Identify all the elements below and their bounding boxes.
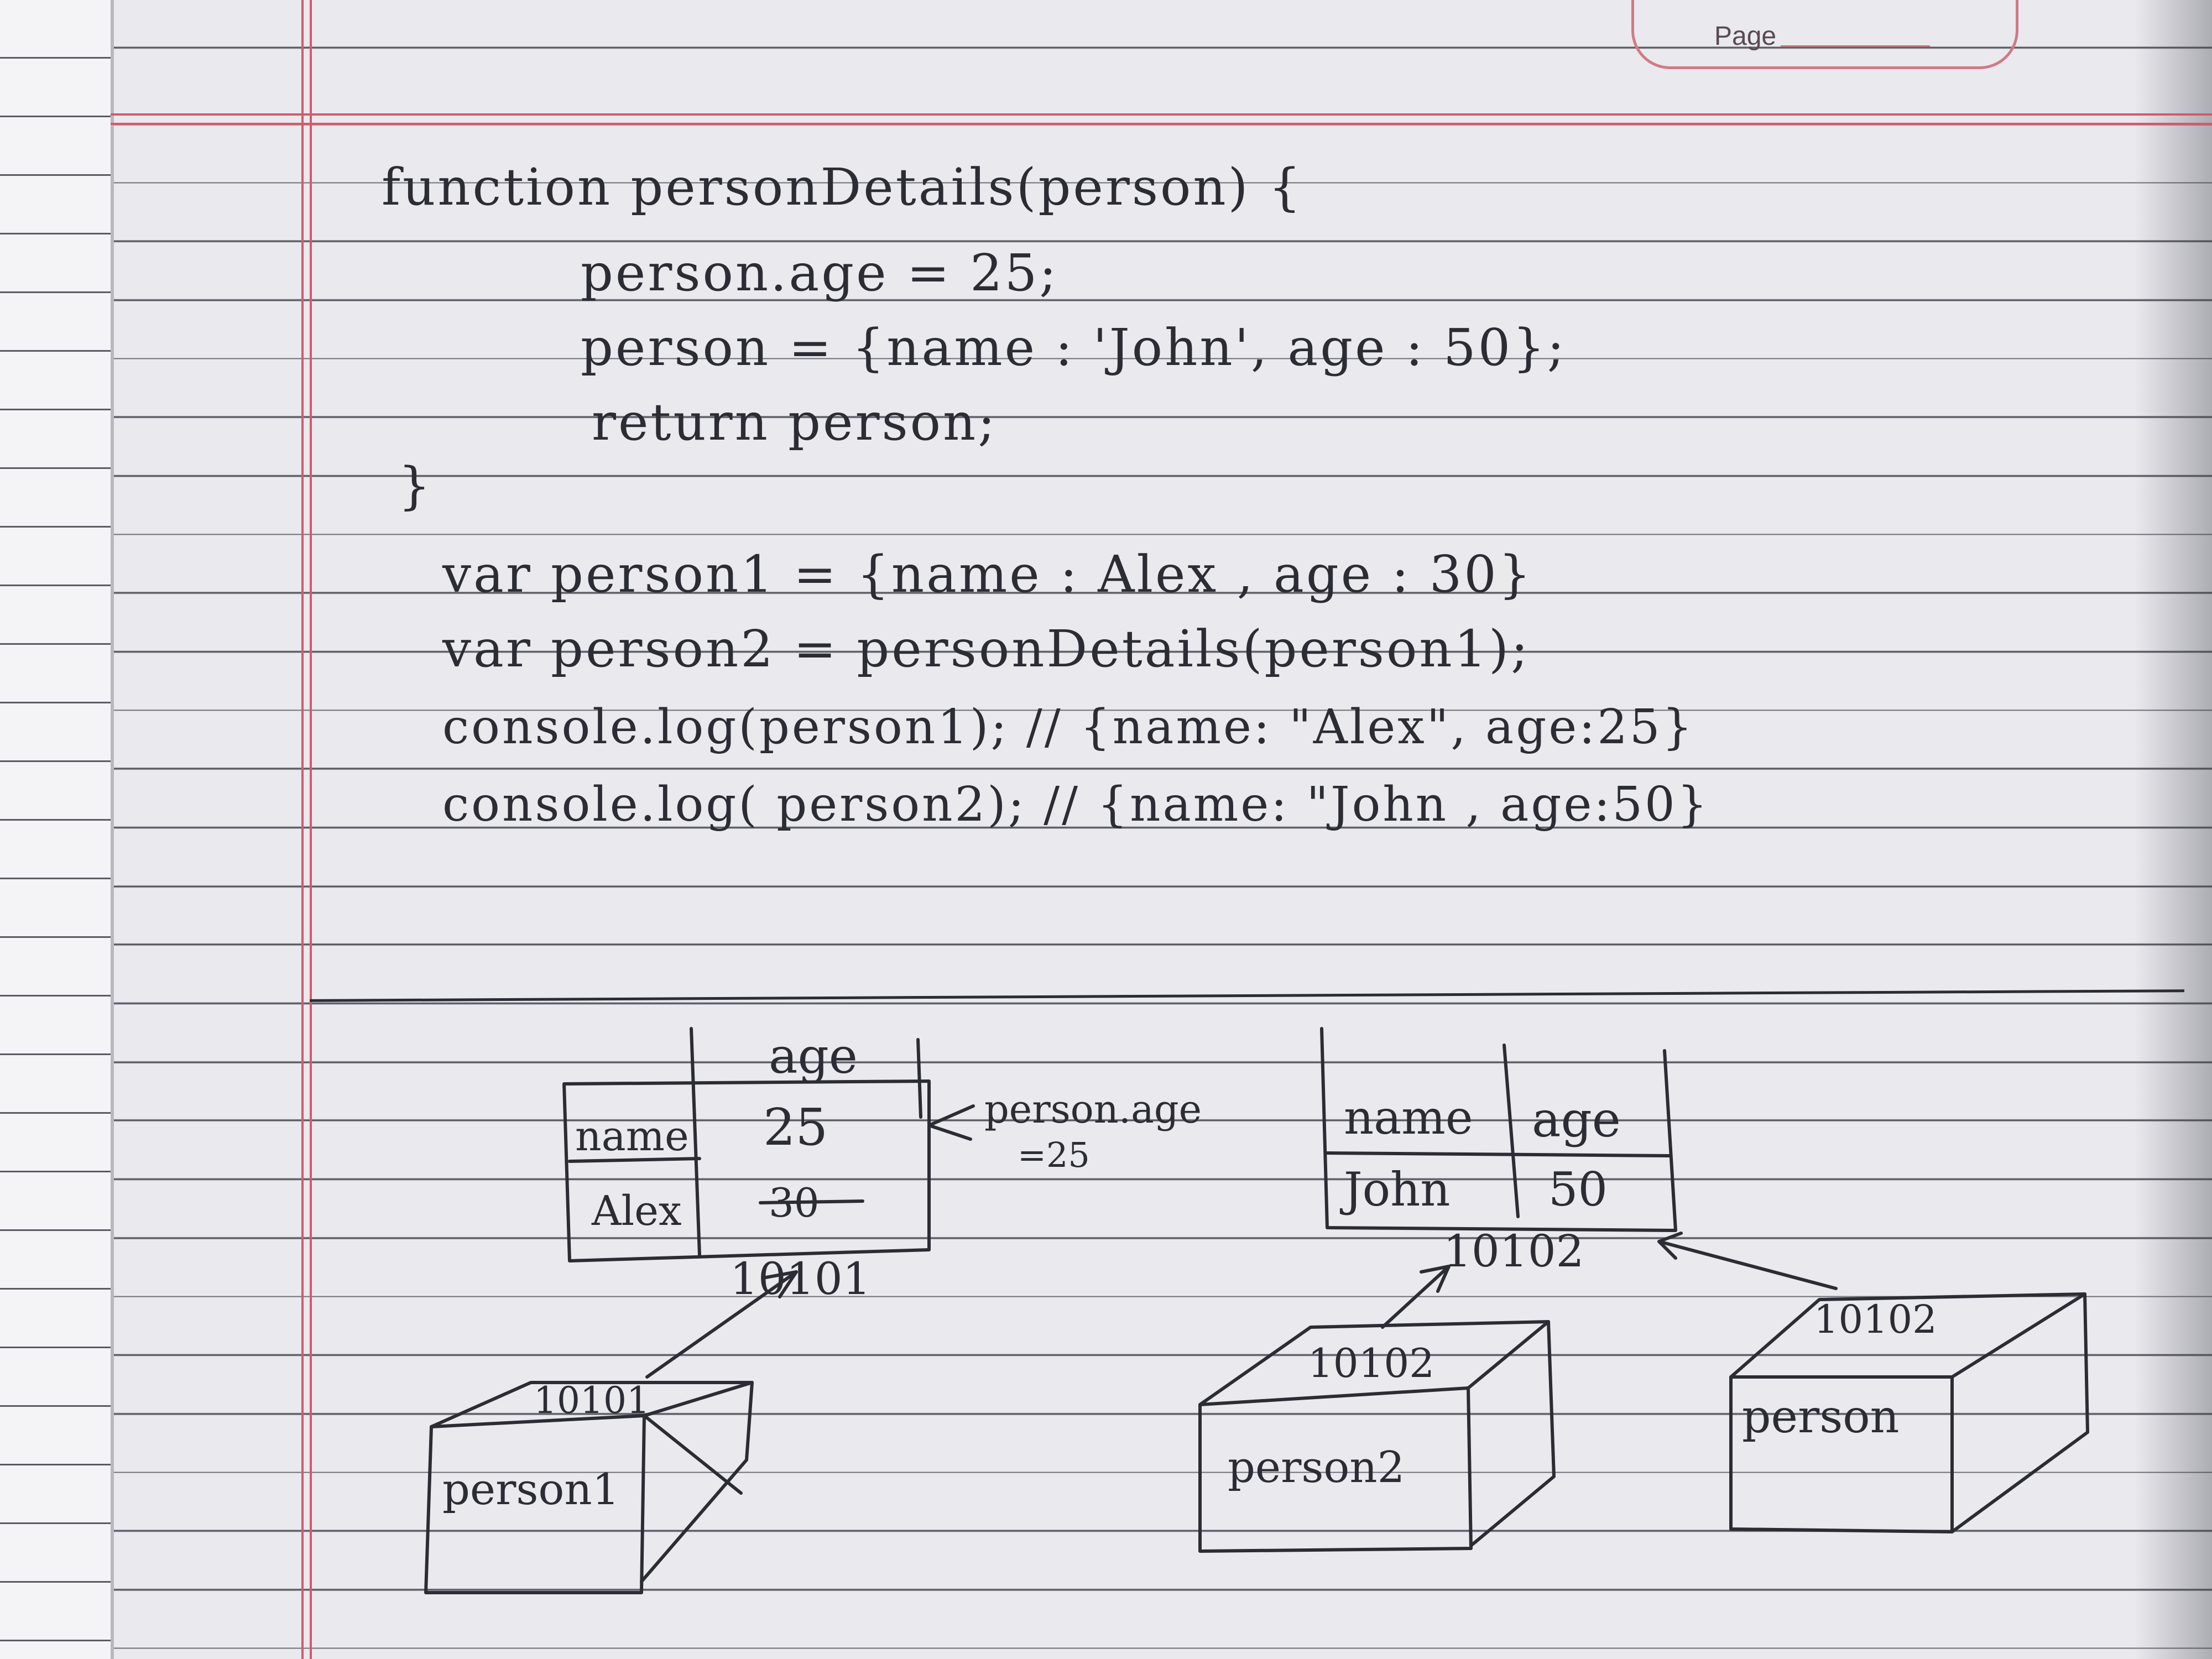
- object2-age-value: 50: [1548, 1162, 1608, 1217]
- person2-box-ref: 10102: [1308, 1340, 1434, 1386]
- person2-box-label: person2: [1228, 1443, 1405, 1493]
- old-age-strike: [759, 1199, 864, 1204]
- code-line-return: return person;: [592, 393, 998, 452]
- page-shadow: [2135, 0, 2212, 1659]
- object1-table-outline: [562, 1079, 931, 1262]
- code-line-reassign: person = {name : 'John', age : 50};: [581, 318, 1567, 377]
- object2-table-outline: [1320, 1027, 1677, 1232]
- person2-box-side: [1469, 1320, 1556, 1547]
- code-line-function: function personDetails(person) {: [382, 158, 1303, 217]
- object2-age-header: age: [1532, 1091, 1621, 1148]
- person2-box-front: [1198, 1386, 1473, 1553]
- object1-address: 10101: [730, 1253, 871, 1305]
- person-box-label: person: [1742, 1391, 1899, 1443]
- code-line-age-assign: person.age = 25;: [581, 243, 1059, 302]
- code-line-var-person2: var person2 = personDetails(person1);: [442, 619, 1531, 679]
- object1-old-age-value: 30: [769, 1180, 820, 1226]
- object2-name-value: John: [1339, 1162, 1450, 1217]
- margin-line-top-2: [111, 123, 2212, 125]
- code-line-console-person1: console.log(person1); // {name: "Alex", …: [442, 700, 1695, 755]
- annotation-person-age: person.age: [984, 1087, 1202, 1132]
- person2-pointer-arrow: [1381, 1265, 1451, 1329]
- person2-box-top: [1198, 1320, 1550, 1406]
- object2-row-divider: [1326, 1151, 1672, 1157]
- person1-box-inner-edge: [643, 1414, 743, 1495]
- object1-name-header: name: [575, 1113, 689, 1160]
- object1-name-value: Alex: [591, 1187, 682, 1235]
- annotation-equals-25: =25: [1018, 1135, 1090, 1175]
- object1-column-divider: [690, 1027, 701, 1257]
- person1-box-top: [430, 1381, 754, 1428]
- page-number-line: [1781, 45, 1930, 47]
- person-box-top: [1729, 1292, 2086, 1379]
- margin-line-left: [301, 0, 304, 1659]
- code-line-console-person2: console.log( person2); // {name: "John ,…: [442, 777, 1710, 832]
- margin-line-left-2: [310, 0, 312, 1659]
- margin-line-top: [111, 113, 2212, 116]
- page-header-box: [1631, 0, 2018, 69]
- person1-box-side: [640, 1381, 754, 1583]
- person1-pointer-arrow: [645, 1270, 798, 1379]
- code-line-close-brace: }: [398, 456, 433, 515]
- left-page-edge: [0, 0, 114, 1659]
- object2-name-header: name: [1344, 1091, 1473, 1145]
- person-pointer-arrow: [1657, 1232, 1838, 1290]
- person1-box-front: [424, 1414, 646, 1594]
- object2-column-divider: [1503, 1044, 1520, 1218]
- person-box-side: [1950, 1292, 2089, 1533]
- person-box-ref: 10102: [1814, 1297, 1937, 1342]
- object1-age-value: 25: [763, 1098, 828, 1157]
- person1-box-label: person1: [442, 1465, 619, 1515]
- object1-row-divider: [568, 1157, 701, 1163]
- object1-header-right: [916, 1038, 922, 1119]
- object2-address: 10102: [1443, 1225, 1584, 1277]
- annotation-arrow-head: [927, 1104, 975, 1141]
- object1-age-header: age: [769, 1027, 858, 1084]
- person1-box-ref: 10101: [534, 1379, 650, 1422]
- page-label: Page: [1714, 22, 1777, 51]
- code-line-var-person1: var person1 = {name : Alex , age : 30}: [442, 545, 1533, 604]
